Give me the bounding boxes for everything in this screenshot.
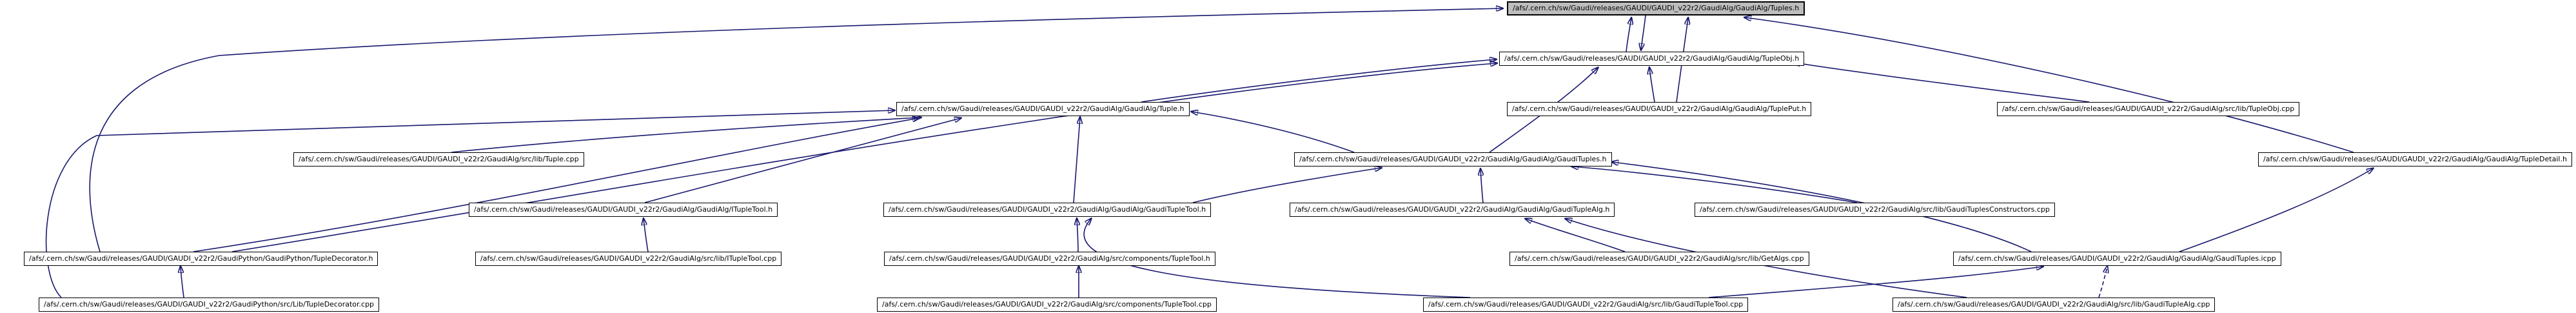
edge-tupledetail-to-tuples [1745,17,2354,153]
graph-node-gaudituples-h[interactable]: /afs/.cern.ch/sw/Gaudi/releases/GAUDI/GA… [1294,152,1612,167]
edge-gauditupletool-cpp-to-gaudituples-icpp [1708,267,2043,298]
graph-node-gauditu plealg-h[interactable]: /afs/.cern.ch/sw/Gaudi/releases/GAUDI/GA… [1290,203,1615,217]
graph-node-gauditupletool-h[interactable]: /afs/.cern.ch/sw/Gaudi/releases/GAUDI/GA… [883,203,1212,217]
graph-node-tuples-h: /afs/.cern.ch/sw/Gaudi/releases/GAUDI/GA… [1507,1,1805,15]
edge-tupledecorator-cpp-to-tupledecorator-h [181,267,184,298]
edge-gauditupletool-cpp-to-gauditupletool-h [1083,219,1471,298]
edge-itupletool-cpp-to-itupletool-h [644,219,649,252]
edge-tupledecorator-h-to-tupleobj [231,63,1497,252]
graph-node-itupletool-cpp[interactable]: /afs/.cern.ch/sw/Gaudi/releases/GAUDI/GA… [475,252,782,266]
graph-node-components-tupletool-cpp[interactable]: /afs/.cern.ch/sw/Gaudi/releases/GAUDI/GA… [877,298,1217,312]
edge-gauditu plealg-cpp-to-gaudituples-icpp [2098,267,2107,298]
graph-node-tupleobj-cpp[interactable]: /afs/.cern.ch/sw/Gaudi/releases/GAUDI/GA… [1997,102,2300,116]
edge-tupledecorator-h-to-tuples [89,8,1502,252]
edge-tupleobj-to-tuples [1626,18,1631,52]
edge-itupletool-h-to-tuple [644,118,961,203]
edge-tupleput-to-tupleobj [1649,68,1655,103]
graph-node-gauditupletool-cpp[interactable]: /afs/.cern.ch/sw/Gaudi/releases/GAUDI/GA… [1423,298,1749,312]
graph-node-tupleobj-h[interactable]: /afs/.cern.ch/sw/Gaudi/releases/GAUDI/GA… [1499,52,1805,66]
edge-tuple-h-to-tupleobj [1141,59,1496,103]
edge-gaudituples-h-to-tuple [1192,112,1355,153]
edge-gauditu plealg-h-to-gaudituples [1480,169,1483,203]
edge-gauditupletool-h-to-gaudituples [1192,168,1381,203]
edge-tuple-cpp-to-tuple [451,117,921,153]
graph-node-tupledecorator-cpp[interactable]: /afs/.cern.ch/sw/Gaudi/releases/GAUDI/GA… [39,298,380,312]
graph-node-tupleput-h[interactable]: /afs/.cern.ch/sw/Gaudi/releases/GAUDI/GA… [1507,102,1812,116]
graph-node-components-tupletool-h[interactable]: /afs/.cern.ch/sw/Gaudi/releases/GAUDI/GA… [884,252,1215,266]
edge-gaudituples-icpp-to-tupledetail [2179,168,2373,252]
graph-node-tupledecorator-h[interactable]: /afs/.cern.ch/sw/Gaudi/releases/GAUDI/GA… [24,252,379,266]
edge-constructors-cpp-to-gaudituples [1572,167,1858,203]
edge-tupleobj-cpp-to-tupleobj [1794,63,2090,103]
graph-node-tupledetail-h[interactable]: /afs/.cern.ch/sw/Gaudi/releases/GAUDI/GA… [2258,152,2572,167]
edge-tupledecorator-h-to-tuple [193,118,919,252]
graph-node-itupletool-h[interactable]: /afs/.cern.ch/sw/Gaudi/releases/GAUDI/GA… [469,203,778,217]
edge-components-tupletool-h-to-gauditupletool-h [1077,219,1078,252]
edge-gaudituple tool-h-to-tuple [1073,117,1080,203]
edge-tuples-to-tupleobj [1641,15,1646,50]
graph-node-gaudituplesconstructors-cpp[interactable]: /afs/.cern.ch/sw/Gaudi/releases/GAUDI/GA… [1695,203,2055,217]
graph-node-gauditu plealg-cpp[interactable]: /afs/.cern.ch/sw/Gaudi/releases/GAUDI/GA… [1893,298,2216,312]
edge-getalgs-cpp-to-gauditu plealg-h [1526,219,1626,252]
graph-node-tuple-h[interactable]: /afs/.cern.ch/sw/Gaudi/releases/GAUDI/GA… [896,102,1190,116]
graph-node-gaudituples-icpp[interactable]: /afs/.cern.ch/sw/Gaudi/releases/GAUDI/GA… [1953,252,2281,266]
graph-node-getalgs-cpp[interactable]: /afs/.cern.ch/sw/Gaudi/releases/GAUDI/GA… [1509,252,1809,266]
graph-node-tuple-cpp[interactable]: /afs/.cern.ch/sw/Gaudi/releases/GAUDI/GA… [293,152,584,167]
